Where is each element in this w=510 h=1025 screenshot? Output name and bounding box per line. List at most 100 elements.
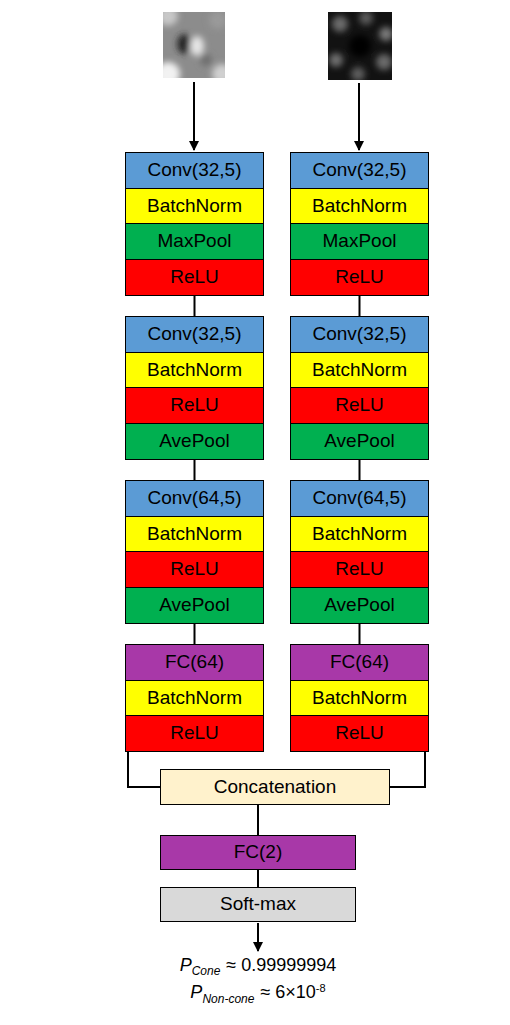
patch-blob bbox=[163, 62, 180, 78]
layer-label: MaxPool bbox=[323, 231, 397, 252]
relu-layer: ReLU bbox=[125, 259, 264, 296]
batchnorm-layer: BatchNorm bbox=[290, 188, 429, 225]
layer-label: ReLU bbox=[170, 559, 219, 580]
concat-box: Concatenation bbox=[160, 769, 390, 805]
layer-label: BatchNorm bbox=[312, 524, 407, 545]
patch-blob bbox=[351, 67, 365, 80]
connector-line bbox=[194, 296, 196, 317]
pool-layer: AvePool bbox=[125, 423, 264, 460]
batchnorm-layer: BatchNorm bbox=[290, 516, 429, 553]
layer-label: ReLU bbox=[335, 723, 384, 744]
fc-layer: FC(2) bbox=[160, 835, 356, 870]
softmax-box: Soft-max bbox=[160, 887, 356, 922]
batchnorm-layer: BatchNorm bbox=[290, 352, 429, 389]
layer-label: BatchNorm bbox=[147, 360, 242, 381]
patch-blob bbox=[209, 12, 225, 29]
layer-label: FC(64) bbox=[330, 652, 389, 673]
layer-label: Soft-max bbox=[220, 894, 296, 915]
conv-layer: Conv(32,5) bbox=[290, 152, 429, 189]
layer-label: BatchNorm bbox=[312, 360, 407, 381]
pool-layer: AvePool bbox=[125, 587, 264, 624]
fc-layer: FC(64) bbox=[290, 644, 429, 681]
relu-layer: ReLU bbox=[125, 387, 264, 424]
layer-label: ReLU bbox=[335, 267, 384, 288]
patch-blob bbox=[359, 12, 373, 25]
layer-label: AvePool bbox=[324, 595, 394, 616]
batchnorm-layer: BatchNorm bbox=[290, 680, 429, 717]
patch-blob bbox=[329, 53, 343, 67]
layer-label: Conv(64,5) bbox=[313, 488, 407, 509]
relu-layer: ReLU bbox=[125, 551, 264, 588]
pool-layer: MaxPool bbox=[290, 223, 429, 260]
conv-layer: Conv(32,5) bbox=[125, 152, 264, 189]
batchnorm-layer: BatchNorm bbox=[125, 516, 264, 553]
layer-label: ReLU bbox=[170, 395, 219, 416]
relu-layer: ReLU bbox=[290, 715, 429, 752]
relu-layer: ReLU bbox=[290, 551, 429, 588]
layer-label: AvePool bbox=[159, 431, 229, 452]
conv-layer: Conv(64,5) bbox=[125, 480, 264, 517]
batchnorm-layer: BatchNorm bbox=[125, 188, 264, 225]
patch-blob bbox=[190, 36, 204, 56]
probability-text: -8 bbox=[316, 982, 326, 994]
layer-label: FC(64) bbox=[165, 652, 224, 673]
patch-ground bbox=[163, 12, 225, 78]
layer-label: ReLU bbox=[335, 395, 384, 416]
layer-label: ReLU bbox=[335, 559, 384, 580]
patch-blob bbox=[212, 64, 225, 78]
patch-blob bbox=[376, 54, 392, 70]
connector-line bbox=[257, 870, 259, 887]
probability-line: PCone ≈ 0.99999994 bbox=[60, 955, 456, 981]
connector-line bbox=[194, 624, 196, 645]
layer-label: ReLU bbox=[170, 723, 219, 744]
layer-label: AvePool bbox=[324, 431, 394, 452]
layer-label: Conv(32,5) bbox=[313, 324, 407, 345]
conv-layer: Conv(64,5) bbox=[290, 480, 429, 517]
probability-text: P bbox=[190, 982, 202, 1002]
pool-layer: MaxPool bbox=[125, 223, 264, 260]
patch-blob bbox=[200, 54, 212, 66]
layer-label: Conv(64,5) bbox=[148, 488, 242, 509]
connector-line bbox=[194, 460, 196, 481]
layer-label: FC(2) bbox=[234, 842, 283, 863]
layer-label: BatchNorm bbox=[312, 196, 407, 217]
pool-layer: AvePool bbox=[290, 423, 429, 460]
relu-layer: ReLU bbox=[125, 715, 264, 752]
patch-blob bbox=[332, 16, 348, 32]
probability-line: PNon-cone ≈ 6×10-8 bbox=[60, 982, 456, 1008]
cone-patch bbox=[163, 12, 225, 78]
probability-text: Non-cone bbox=[202, 992, 254, 1006]
patch-blob bbox=[349, 35, 371, 57]
layer-label: Conv(32,5) bbox=[148, 160, 242, 181]
layer-label: BatchNorm bbox=[312, 688, 407, 709]
layer-label: ReLU bbox=[170, 267, 219, 288]
relu-layer: ReLU bbox=[290, 259, 429, 296]
layer-label: BatchNorm bbox=[147, 196, 242, 217]
batchnorm-layer: BatchNorm bbox=[125, 352, 264, 389]
layer-label: Conv(32,5) bbox=[148, 324, 242, 345]
pool-layer: AvePool bbox=[290, 587, 429, 624]
connector-line bbox=[390, 752, 425, 787]
input-arrow bbox=[358, 83, 360, 150]
layer-label: BatchNorm bbox=[147, 688, 242, 709]
layer-label: BatchNorm bbox=[147, 524, 242, 545]
patch-blob bbox=[163, 12, 178, 26]
fc-layer: FC(64) bbox=[125, 644, 264, 681]
layer-label: Concatenation bbox=[214, 777, 337, 798]
probability-text: ≈ 6×10 bbox=[260, 982, 315, 1002]
conv-layer: Conv(32,5) bbox=[290, 316, 429, 353]
patch-ground bbox=[328, 12, 392, 80]
relu-layer: ReLU bbox=[290, 387, 429, 424]
connector-line bbox=[128, 752, 160, 787]
layer-label: Conv(32,5) bbox=[313, 160, 407, 181]
connector-line bbox=[359, 296, 361, 317]
cone-patch bbox=[328, 12, 392, 80]
input-arrow bbox=[193, 82, 195, 150]
layer-label: MaxPool bbox=[158, 231, 232, 252]
connector-line bbox=[359, 460, 361, 481]
probability-text: P bbox=[180, 955, 192, 975]
probability-text: Cone bbox=[192, 964, 221, 978]
probability-text: ≈ 0.99999994 bbox=[226, 955, 336, 975]
layer-label: AvePool bbox=[159, 595, 229, 616]
